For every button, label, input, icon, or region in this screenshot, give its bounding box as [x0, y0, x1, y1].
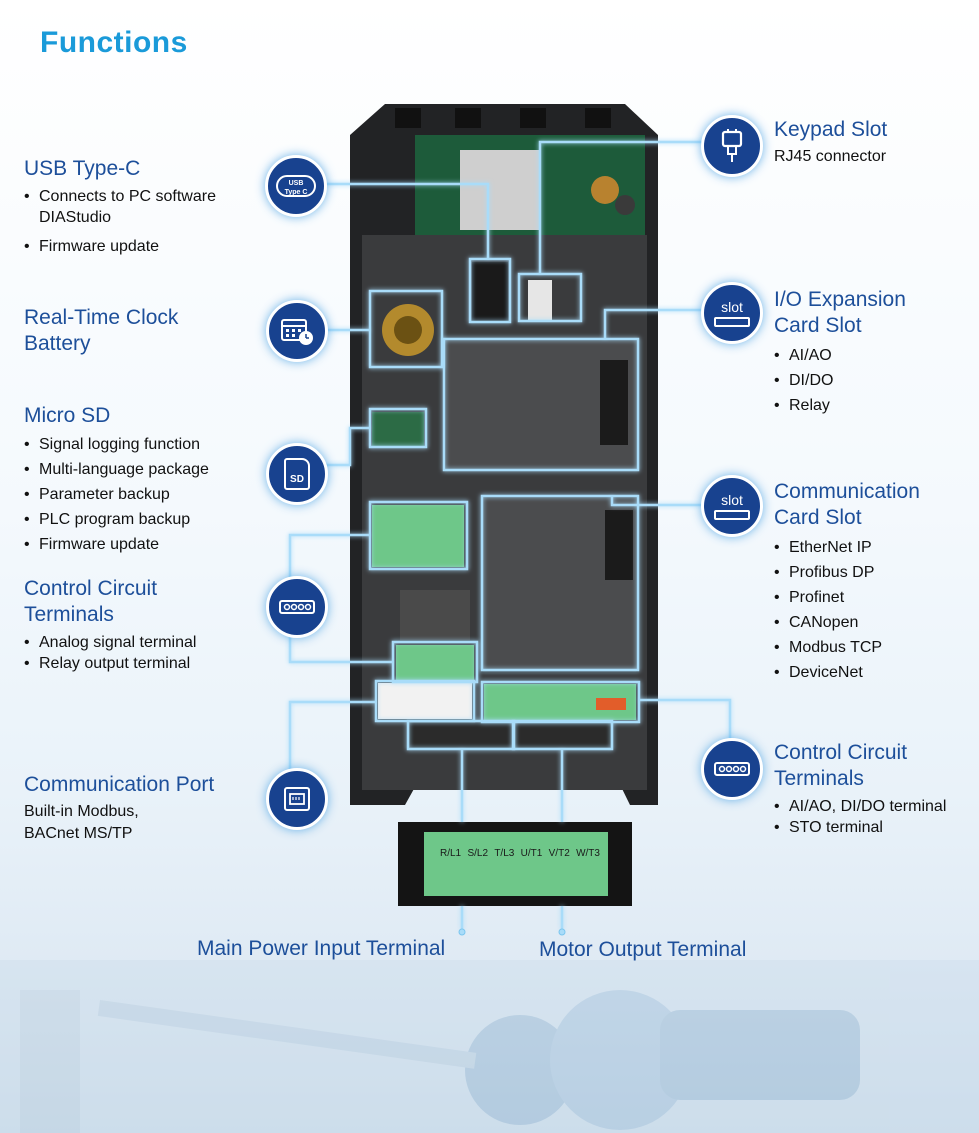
list-item: Analog signal terminal [24, 632, 196, 653]
io-expansion-heading: Card Slot [774, 314, 862, 337]
rtc-heading: Battery [24, 332, 91, 355]
comm-card-list: EtherNet IP Profibus DP Profinet CANopen… [774, 535, 920, 685]
usb-icon-label: USB [288, 180, 304, 187]
list-item: AI/AO [774, 343, 906, 368]
list-item: STO terminal [774, 817, 946, 838]
io-slot-icon: slot [701, 282, 763, 344]
control-terminals-heading: Terminals [774, 767, 864, 790]
io-expansion-list: AI/AO DI/DO Relay [774, 343, 906, 418]
comm-port-heading: Communication Port [24, 773, 215, 796]
background-machinery [0, 960, 979, 1133]
terminal-label: R/L1 [440, 848, 462, 859]
io-expansion-section: I/O Expansion Card Slot AI/AO DI/DO Rela… [774, 287, 906, 418]
usb-section: USB Type-C Connects to PC software DIASt… [24, 156, 264, 259]
microsd-feature-list: Signal logging function Multi-language p… [24, 432, 209, 557]
comm-port-section: Communication Port Built-in Modbus, BACn… [24, 772, 214, 845]
sd-card-icon: SD [266, 443, 328, 505]
comm-card-heading: Card Slot [774, 506, 862, 529]
comm-port-desc: Built-in Modbus, [24, 803, 139, 820]
comm-card-heading: Communication [774, 480, 920, 503]
terminal-label: T/L3 [494, 848, 515, 859]
list-item: EtherNet IP [774, 535, 920, 560]
terminal-label: V/T2 [548, 848, 570, 859]
comm-port-desc: BACnet MS/TP [24, 825, 133, 842]
microsd-section: Micro SD Signal logging function Multi-l… [24, 403, 209, 557]
terminal-block-icon [266, 576, 328, 638]
callout-lines [288, 140, 732, 930]
control-terminals-heading: Control Circuit [774, 741, 908, 764]
control-terminals-left-section: Control Circuit Terminals Analog signal … [24, 576, 196, 674]
list-item: Relay [774, 393, 906, 418]
list-item: Firmware update [24, 532, 209, 557]
slot-icon-label: slot [721, 298, 743, 315]
list-item: DI/DO [774, 368, 906, 393]
rtc-section: Real-Time Clock Battery [24, 305, 178, 357]
comm-card-section: Communication Card Slot EtherNet IP Prof… [774, 479, 920, 685]
io-expansion-heading: I/O Expansion [774, 288, 906, 311]
usb-type-c-icon: USB Type C [265, 155, 327, 217]
comm-slot-icon: slot [701, 475, 763, 537]
power-terminal-labels: R/L1 S/L2 T/L3 U/T1 V/T2 W/T3 [440, 848, 600, 864]
usb-icon-label: Type C [284, 189, 308, 196]
control-terminals-right-section: Control Circuit Terminals AI/AO, DI/DO t… [774, 740, 946, 838]
sd-icon-label: SD [290, 474, 304, 485]
list-item: AI/AO, DI/DO terminal [774, 796, 946, 817]
control-terminals-heading: Terminals [24, 603, 114, 626]
rtc-heading: Real-Time Clock [24, 306, 179, 329]
control-terminals-list: AI/AO, DI/DO terminal STO terminal [774, 796, 946, 838]
list-item: CANopen [774, 610, 920, 635]
list-item: Signal logging function [24, 432, 209, 457]
control-terminals-heading: Control Circuit [24, 577, 158, 600]
calendar-clock-icon [266, 300, 328, 362]
terminal-label: U/T1 [520, 848, 543, 859]
terminal-label: W/T3 [576, 848, 600, 859]
list-item: Parameter backup [24, 482, 209, 507]
main-power-label: Main Power Input Terminal [197, 937, 446, 960]
motor-output-label: Motor Output Terminal [539, 938, 747, 961]
page-title: Functions [40, 26, 188, 59]
power-terminal-closeup [398, 822, 632, 906]
keypad-connector-icon [701, 115, 763, 177]
ethernet-port-icon [266, 768, 328, 830]
terminal-block-icon [701, 738, 763, 800]
list-item: Multi-language package [24, 457, 209, 482]
control-terminals-list: Analog signal terminal Relay output term… [24, 632, 196, 674]
list-item: Profinet [774, 585, 920, 610]
microsd-heading: Micro SD [24, 404, 111, 427]
usb-heading: USB Type-C [24, 157, 141, 180]
keypad-heading: Keypad Slot [774, 118, 888, 141]
list-item: Firmware update [24, 234, 264, 259]
keypad-section: Keypad Slot RJ45 connector [774, 117, 887, 168]
list-item: Modbus TCP [774, 635, 920, 660]
list-item: PLC program backup [24, 507, 209, 532]
drive-body [350, 104, 658, 805]
usb-feature-list: Connects to PC software DIAStudio Firmwa… [24, 186, 264, 259]
keypad-desc: RJ45 connector [774, 148, 887, 165]
list-item: DeviceNet [774, 660, 920, 685]
list-item: Profibus DP [774, 560, 920, 585]
list-item: Relay output terminal [24, 653, 196, 674]
terminal-label: S/L2 [467, 848, 489, 859]
slot-icon-label: slot [721, 491, 743, 508]
list-item: Connects to PC software DIAStudio [24, 186, 224, 228]
